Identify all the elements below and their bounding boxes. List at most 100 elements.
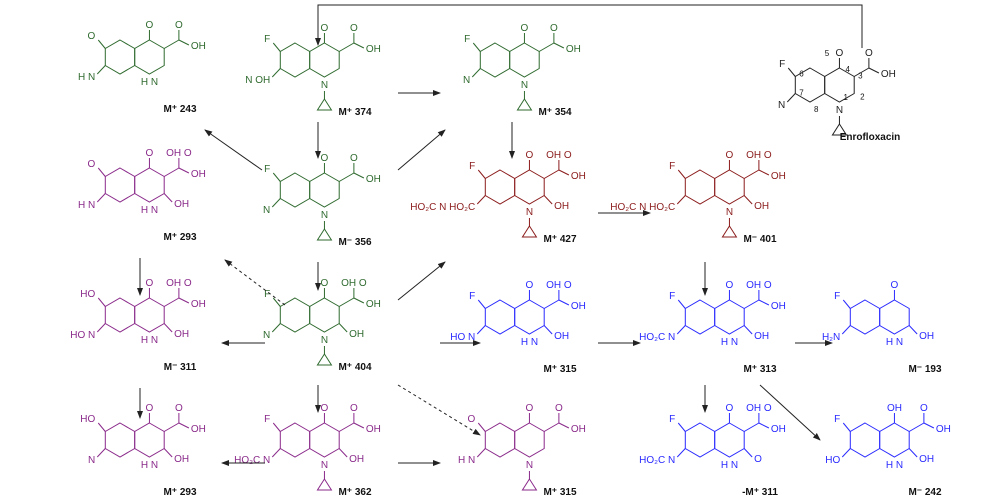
benzene-ring	[849, 422, 881, 458]
position-2-substituent: OH	[174, 199, 189, 210]
pyridone-ring	[309, 42, 340, 78]
bond	[677, 169, 686, 179]
cyclopropyl-group	[316, 478, 333, 491]
acid-bond	[163, 422, 180, 432]
acid-oxygen: O	[175, 403, 183, 414]
carbonyl-atom: O	[521, 23, 529, 34]
acid-oxygen: OH O	[166, 148, 192, 159]
position-6-substituent: F	[834, 414, 840, 425]
acid-bond	[543, 299, 560, 309]
acid-oxygen: O	[350, 153, 358, 164]
bond	[271, 323, 281, 333]
position-7-substituent: HO	[825, 455, 840, 466]
pyridone-ring	[514, 422, 545, 458]
position-2-substituent: OH	[174, 329, 189, 340]
carbonyl-atom: OH	[887, 403, 902, 414]
cyclopropyl-group	[516, 98, 533, 111]
acid-bond	[163, 167, 180, 177]
bond	[677, 299, 686, 309]
carbonyl-atom: O	[526, 280, 534, 291]
benzene-ring	[104, 167, 136, 203]
bond	[97, 167, 106, 177]
tentative-arrow	[397, 384, 481, 436]
bond	[677, 422, 686, 432]
bond	[96, 323, 106, 333]
position-7-substituent: N OH	[245, 75, 270, 86]
acid-hydroxyl: OH	[771, 301, 786, 312]
acid-oxygen: O	[350, 403, 358, 414]
bond	[96, 65, 106, 75]
bond	[758, 169, 770, 176]
atom-number: 2	[860, 93, 865, 102]
position-7-substituent: HO₂C N HO₂C	[410, 202, 475, 213]
carbonyl-atom: O	[321, 403, 329, 414]
acid-oxygen: O	[550, 23, 558, 34]
compound-label: M⁺ 427	[543, 234, 577, 245]
benzene-ring	[104, 297, 136, 333]
benzene-ring	[484, 299, 516, 335]
compound-label: M⁺ 374	[338, 107, 372, 118]
acid-oxygen: OH O	[546, 280, 572, 291]
bond	[743, 325, 753, 335]
compound-label: M⁻ 311	[164, 362, 197, 373]
acid-hydroxyl: OH	[366, 174, 381, 185]
benzene-ring	[279, 172, 311, 208]
position-6-substituent: F	[779, 59, 785, 70]
bond	[272, 172, 281, 182]
acid-hydroxyl: OH	[366, 44, 381, 55]
acid-oxygen: OH O	[166, 278, 192, 289]
bond	[96, 448, 106, 458]
position-7-substituent: HO₂C N	[639, 455, 675, 466]
position-6-substituent: F	[669, 414, 675, 425]
bond	[676, 195, 686, 205]
compound-label: Enrofloxacin	[840, 132, 901, 143]
pyridone-ring	[509, 42, 540, 78]
compound-label: M⁻ 242	[908, 487, 942, 498]
acid-oxygen: O	[175, 20, 183, 31]
carbonyl-atom: O	[146, 20, 154, 31]
acid-oxygen: O	[920, 403, 928, 414]
benzene-ring	[279, 422, 311, 458]
position-6-substituent: O	[87, 31, 95, 42]
atom-number: 1	[843, 93, 848, 102]
position-7-substituent: N	[463, 75, 470, 86]
bond	[163, 193, 173, 203]
bond	[97, 39, 106, 49]
bond	[908, 325, 918, 335]
pyridone-ring	[134, 39, 165, 75]
compound-label: -M⁺ 311	[742, 487, 778, 498]
ring-nitrogen: N	[726, 207, 733, 218]
pyridone-ring	[514, 299, 545, 335]
ring-nitrogen: H N	[521, 337, 538, 348]
bond	[338, 448, 348, 458]
position-2-substituent: OH	[754, 331, 769, 342]
cyclopropyl-group	[316, 353, 333, 366]
acid-bond	[338, 422, 355, 432]
acid-hydroxyl: OH	[566, 44, 581, 55]
position-7-substituent: N	[263, 330, 270, 341]
position-7-substituent: H N	[78, 72, 95, 83]
acid-bond	[543, 169, 560, 179]
bond	[908, 448, 918, 458]
ring-nitrogen: N	[526, 207, 533, 218]
carbonyl-atom: O	[526, 403, 534, 414]
benzene-ring	[484, 169, 516, 205]
acid-oxygen: OH O	[341, 278, 367, 289]
bond	[923, 422, 935, 429]
pyridone-ring	[309, 422, 340, 458]
carbonyl-atom: O	[321, 23, 329, 34]
ring-nitrogen: N	[321, 460, 328, 471]
acid-hydroxyl: OH	[191, 169, 206, 180]
carbonyl-atom: O	[321, 278, 329, 289]
position-2-substituent: OH	[349, 454, 364, 465]
acid-bond	[908, 422, 925, 432]
position-6-substituent: F	[264, 34, 270, 45]
compound-label: M⁺ 362	[338, 487, 372, 498]
atom-number: 3	[858, 72, 863, 81]
atom-number: 4	[845, 65, 850, 74]
